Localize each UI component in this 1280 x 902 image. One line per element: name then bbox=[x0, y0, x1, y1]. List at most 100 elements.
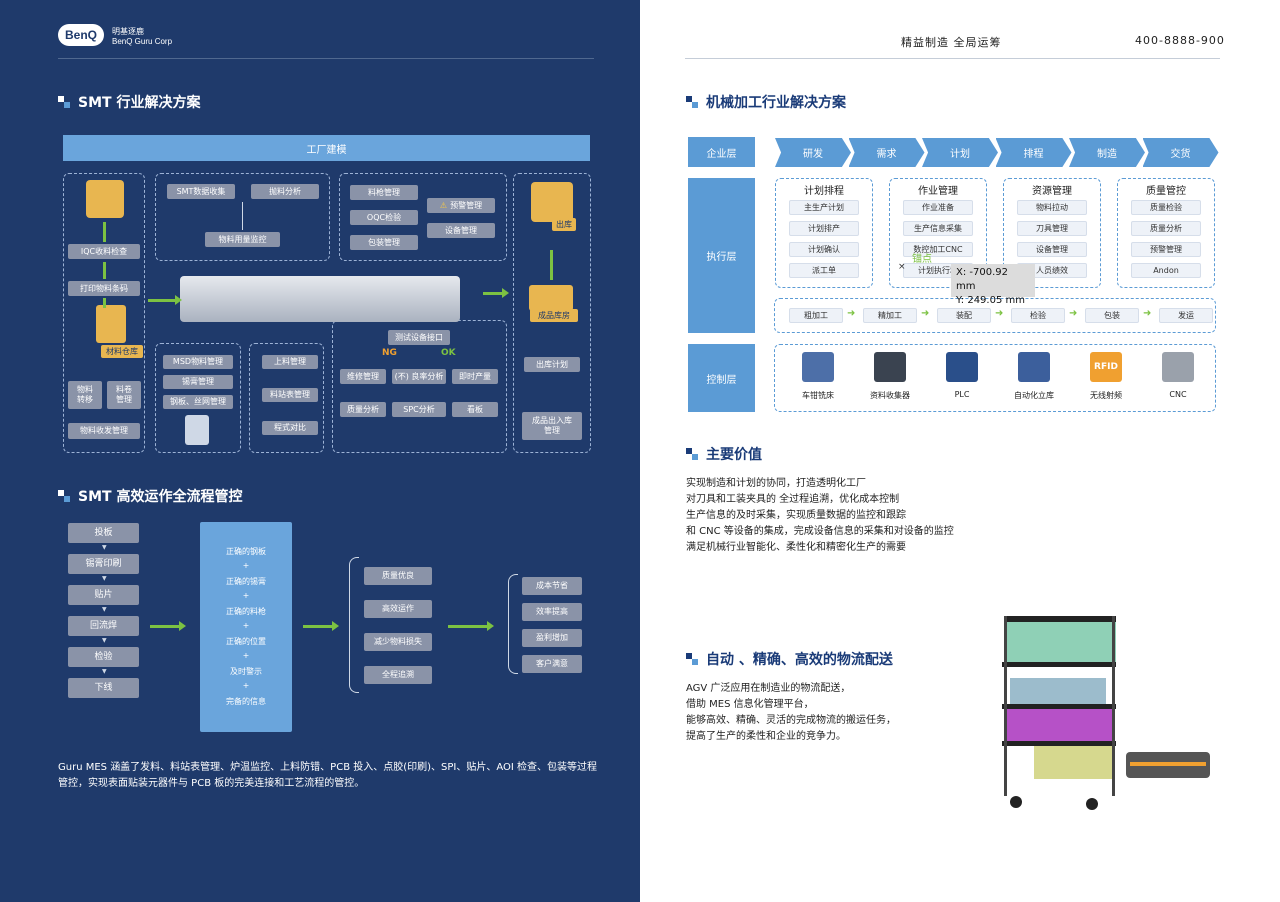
worker-icon bbox=[185, 415, 209, 445]
control-layer: 控制层 bbox=[688, 344, 755, 412]
agv-section-title: 自动 、精确、高效的物流配送 bbox=[686, 649, 893, 669]
benefit-item: 效率提高 bbox=[522, 603, 582, 621]
material-warehouse-label: 材料仓库 bbox=[101, 345, 143, 358]
connector-line bbox=[242, 202, 243, 230]
control-device-icon bbox=[874, 352, 906, 382]
value-line: 生产信息的及时采集，实现质量数据的监控和跟踪 bbox=[686, 510, 906, 521]
benq-logo: BenQ bbox=[58, 24, 104, 46]
exec-item: Andon bbox=[1131, 263, 1201, 278]
exec-group-title: 计划排程 bbox=[804, 186, 844, 197]
down-arrow-icon: ▼ bbox=[102, 637, 107, 644]
warehouse-robot-icon bbox=[86, 180, 124, 218]
station-table-box: 料站表管理 bbox=[262, 388, 318, 402]
equipment-box: 设备管理 bbox=[427, 223, 495, 238]
exec-item: 数控加工CNC bbox=[903, 242, 973, 257]
enterprise-step: 排程 bbox=[995, 138, 1072, 167]
process-step: 包装 bbox=[1085, 308, 1139, 323]
value-line: 满足机械行业智能化、柔性化和精密化生产的需要 bbox=[686, 542, 906, 553]
control-item-label: 车钳铣床 bbox=[802, 391, 834, 400]
arrow-icon: ➜ bbox=[847, 308, 856, 319]
rfid-icon: RFID bbox=[1090, 352, 1122, 382]
correct-item: + bbox=[242, 681, 250, 690]
exec-item: 物料拉动 bbox=[1017, 200, 1087, 215]
exec-item: 作业准备 bbox=[903, 200, 973, 215]
flow-title-text: SMT 高效运作全流程管控 bbox=[78, 489, 243, 505]
alarm-box: ⚠预警管理 bbox=[427, 198, 495, 213]
arrow-icon: ➜ bbox=[1143, 308, 1152, 319]
warning-icon: ⚠ bbox=[439, 200, 448, 210]
section-bullet-icon bbox=[686, 96, 700, 108]
control-item-label: PLC bbox=[954, 390, 970, 399]
exec-item: 设备管理 bbox=[1017, 242, 1087, 257]
company-name: 明基逐鹿 BenQ Guru Corp bbox=[112, 27, 172, 47]
execution-layer: 执行层 bbox=[688, 178, 755, 333]
enterprise-step: 交货 bbox=[1142, 138, 1219, 167]
agv-title-text: 自动 、精确、高效的物流配送 bbox=[706, 652, 893, 668]
ng-label: NG bbox=[382, 348, 397, 358]
control-item-label: 资料收集器 bbox=[870, 391, 910, 400]
enterprise-step: 计划 bbox=[922, 138, 998, 167]
mech-section-title: 机械加工行业解决方案 bbox=[686, 92, 846, 112]
arrow-icon: ➜ bbox=[995, 308, 1004, 319]
correct-item: 完备的信息 bbox=[226, 697, 266, 706]
defect-analysis-box: (不) 良率分析 bbox=[392, 369, 446, 384]
control-item-label: 自动化立库 bbox=[1014, 391, 1054, 400]
finished-warehouse-label: 成品库房 bbox=[530, 309, 578, 322]
flow-arrow bbox=[148, 295, 182, 305]
iqc-box: IQC收料检查 bbox=[68, 244, 140, 259]
feeding-box bbox=[249, 343, 324, 453]
repair-box: 维修管理 bbox=[340, 369, 386, 384]
correct-item: 正确的锡膏 bbox=[226, 577, 266, 586]
gun-mgmt-box: 料枪管理 bbox=[350, 185, 418, 200]
exec-item: 生产信息采集 bbox=[903, 221, 973, 236]
flow-arrow bbox=[448, 621, 494, 631]
smt-production-line bbox=[180, 276, 460, 322]
spc-box: SPC分析 bbox=[392, 402, 446, 417]
shipping-plan-box: 出库计划 bbox=[524, 357, 580, 372]
benefit-item: 盈利增加 bbox=[522, 629, 582, 647]
msd-box bbox=[155, 343, 241, 453]
correct-item: 正确的钢板 bbox=[226, 547, 266, 556]
flow-step: 锡膏印刷 bbox=[68, 554, 139, 574]
arrow-icon: ➜ bbox=[1069, 308, 1078, 319]
enterprise-layer: 企业层 bbox=[688, 137, 755, 167]
phone-number: 400-8888-900 bbox=[1135, 34, 1225, 47]
tooltip-x: X: -700.92 mm bbox=[956, 267, 1008, 292]
left-page: BenQ 明基逐鹿 BenQ Guru Corp SMT 行业解决方案 工厂建模… bbox=[0, 0, 640, 902]
company-cn: 明基逐鹿 bbox=[112, 27, 144, 36]
exec-item: 质量检验 bbox=[1131, 200, 1201, 215]
process-step: 发运 bbox=[1159, 308, 1213, 323]
right-page: 精益制造 全局运筹 400-8888-900 机械加工行业解决方案 企业层 执行… bbox=[640, 0, 1280, 902]
flow-arrow bbox=[550, 250, 553, 280]
smt-collect-box: SMT数据收集 bbox=[167, 184, 235, 199]
control-item-label: 无线射频 bbox=[1090, 391, 1122, 400]
correct-item: + bbox=[242, 621, 250, 630]
quality-analysis-box: 质量分析 bbox=[340, 402, 386, 417]
feeding-box-item: 上料管理 bbox=[262, 355, 318, 369]
realtime-output-box: 即时产量 bbox=[452, 369, 498, 384]
msd-box-item: MSD物料管理 bbox=[163, 355, 233, 369]
value-title-text: 主要价值 bbox=[706, 447, 762, 463]
smt-data-box bbox=[155, 173, 330, 261]
exec-group-title: 质量管控 bbox=[1146, 186, 1186, 197]
benefit-item: 客户满意 bbox=[522, 655, 582, 673]
anchor-label: 锚点 bbox=[912, 254, 932, 265]
throw-analysis-box: 抛料分析 bbox=[251, 184, 319, 199]
process-step: 精加工 bbox=[863, 308, 917, 323]
correct-item: + bbox=[242, 651, 250, 660]
section-bullet-icon bbox=[58, 96, 72, 108]
section-bullet-icon bbox=[58, 490, 72, 502]
flow-arrow bbox=[103, 222, 106, 242]
kanban-box: 看板 bbox=[452, 402, 498, 417]
smt-title-text: SMT 行业解决方案 bbox=[78, 95, 201, 111]
stencil-box: 钢板、丝网管理 bbox=[163, 395, 233, 409]
material-transfer-box: 物料 转移 bbox=[68, 381, 102, 409]
agv-line: 能够高效、精确、灵活的完成物流的搬运任务， bbox=[686, 715, 896, 726]
control-device-icon bbox=[802, 352, 834, 382]
close-icon[interactable]: × bbox=[898, 262, 906, 272]
flow-step: 下线 bbox=[68, 678, 139, 698]
mech-title-text: 机械加工行业解决方案 bbox=[706, 95, 846, 111]
flow-step: 检验 bbox=[68, 647, 139, 667]
exec-item: 计划排产 bbox=[789, 221, 859, 236]
control-device-icon bbox=[1018, 352, 1050, 382]
